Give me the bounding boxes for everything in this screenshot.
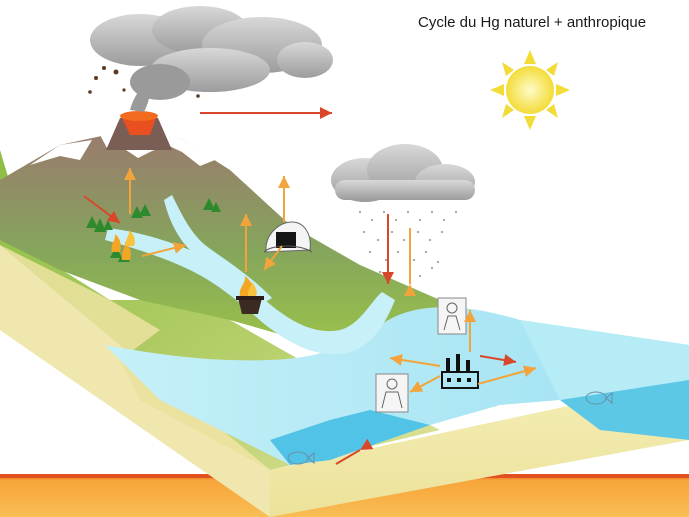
fish-icon: [287, 391, 613, 465]
burning-cauldron-icon: [236, 276, 264, 314]
rain-drops: [359, 211, 457, 277]
arrow-factory-to-water: [479, 354, 517, 366]
miner-icon: [437, 297, 467, 335]
ash-cloud-icon: [90, 6, 333, 112]
arrow-fire-emission: [141, 242, 187, 257]
arrow-factory-to-sea: [477, 365, 537, 385]
arrow-deposition-to-forest: [83, 195, 121, 224]
fisherman-icon: [375, 373, 409, 413]
factory-icon: [441, 354, 479, 389]
arrow-ocean-to-sediment: [335, 438, 374, 465]
coal-mine-icon: [263, 221, 313, 253]
sun-icon: [490, 50, 570, 130]
diagram-title: Cycle du Hg naturel + anthropique: [418, 14, 647, 31]
anthropic-flux-arrows: [124, 168, 537, 393]
arrow-mine-to-soil: [263, 245, 283, 271]
natural-flux-arrows: [83, 107, 517, 465]
arrow-factory-to-shore: [409, 375, 441, 393]
arrow-factory-to-fisherman: [389, 353, 441, 367]
rain-cloud-icon: [331, 144, 475, 277]
volcano-icon: [88, 66, 208, 150]
forest-fire-icon: [111, 230, 135, 260]
